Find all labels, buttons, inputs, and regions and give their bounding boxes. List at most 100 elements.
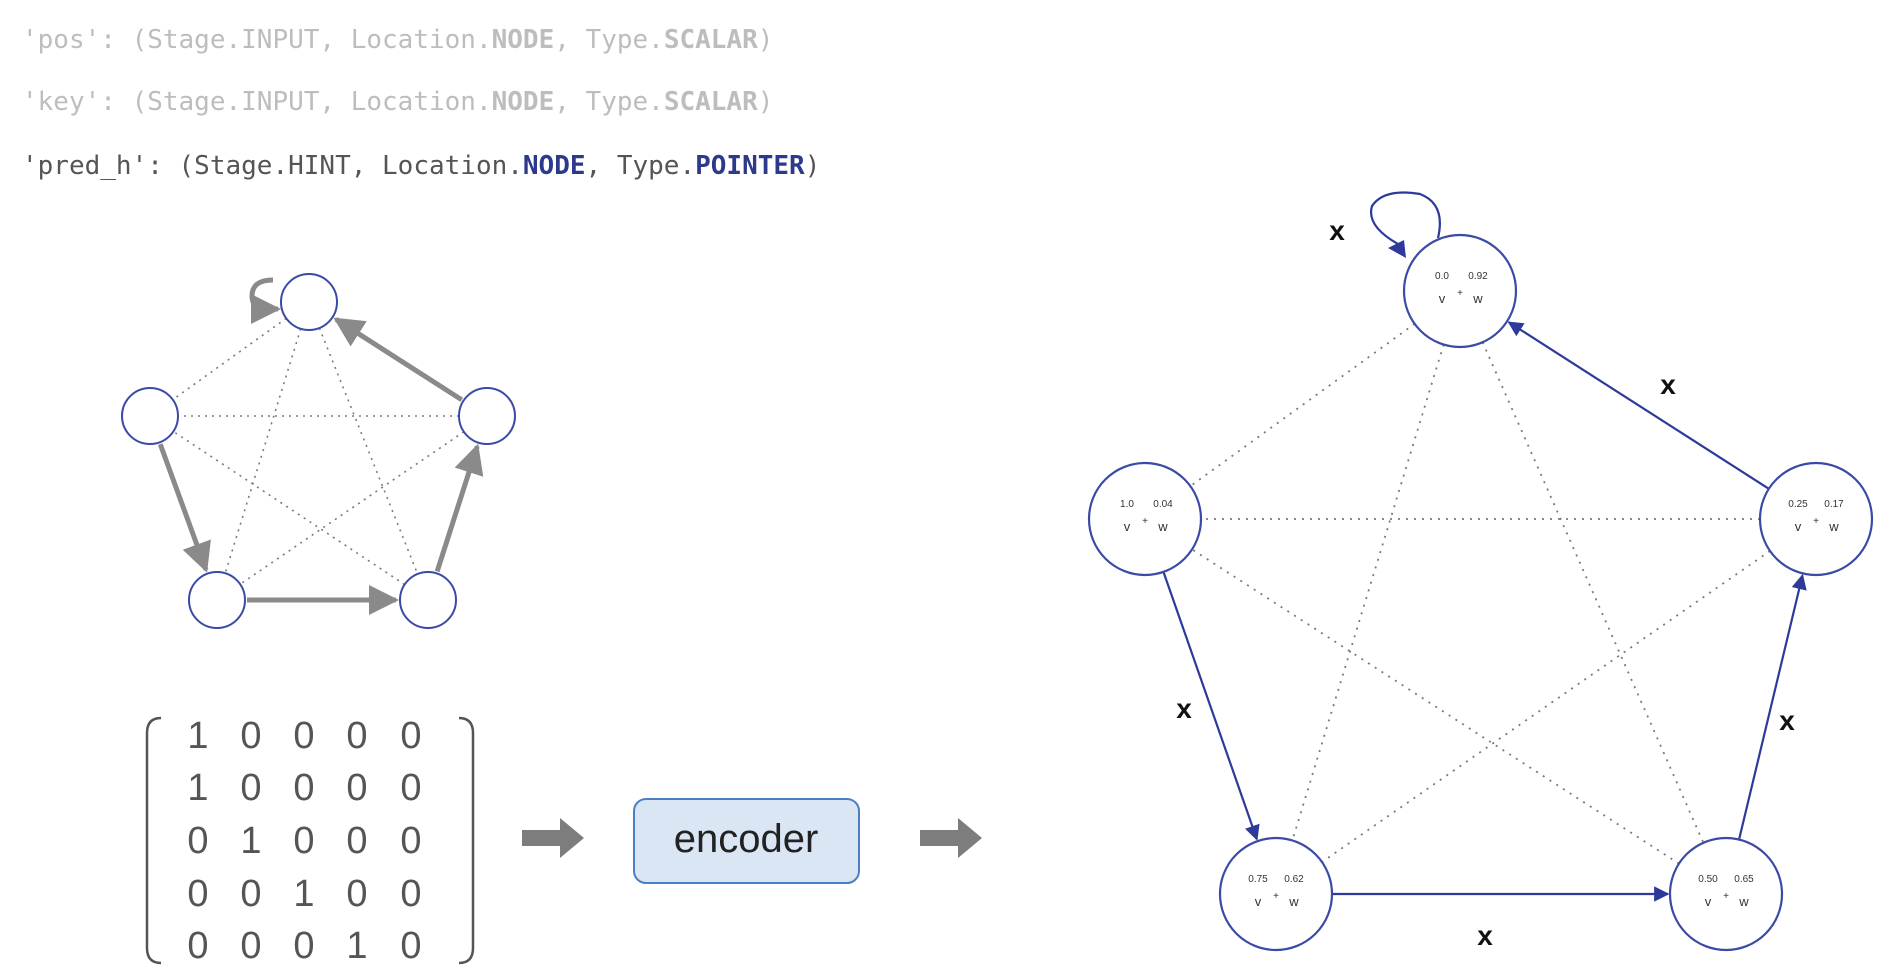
node-w-value: 0.92 bbox=[1468, 271, 1488, 282]
node-v-letter: v bbox=[1439, 291, 1446, 306]
edge-mark: x bbox=[1477, 920, 1493, 951]
small-dotted-edge bbox=[149, 301, 310, 417]
matrix-cell: 0 bbox=[400, 873, 421, 915]
small-graph-dotted-edges bbox=[149, 301, 488, 601]
code-block: 'pos': (Stage.INPUT, Location.NODE, Type… bbox=[22, 25, 820, 181]
small-graph-node bbox=[121, 387, 179, 445]
matrix-right-bracket bbox=[458, 716, 475, 965]
node-v-value: 0.0 bbox=[1435, 271, 1449, 282]
matrix-cell: 0 bbox=[187, 873, 208, 915]
code-keyword: NODE bbox=[492, 25, 555, 55]
big-dotted-edge bbox=[1144, 518, 1727, 895]
node-v-value: 0.75 bbox=[1248, 874, 1268, 885]
small-dotted-edge bbox=[149, 415, 429, 601]
encoded-graph-dotted-edges bbox=[1144, 290, 1817, 895]
matrix-cell: 1 bbox=[187, 767, 208, 809]
node-plus-sign: + bbox=[1273, 891, 1279, 902]
node-w-letter: w bbox=[1472, 291, 1483, 306]
matrix-cell: 0 bbox=[293, 715, 314, 757]
node-w-value: 0.62 bbox=[1284, 874, 1304, 885]
matrix-cell: 0 bbox=[187, 820, 208, 862]
node-v-letter: v bbox=[1705, 894, 1712, 909]
matrix-cell: 0 bbox=[400, 820, 421, 862]
matrix-cell: 1 bbox=[187, 715, 208, 757]
matrix-cell: 0 bbox=[240, 767, 261, 809]
matrix-cell: 0 bbox=[346, 715, 367, 757]
small-graph-pointer-edges bbox=[157, 317, 484, 615]
matrix-cell: 0 bbox=[346, 767, 367, 809]
encoded-graph-pointer-edges bbox=[1162, 321, 1807, 902]
matrix-cell: 1 bbox=[240, 820, 261, 862]
graph-node-circle bbox=[1402, 233, 1518, 349]
arrow-to-encoder-icon bbox=[522, 818, 584, 858]
graph-node: 0.75 0.62 v + w bbox=[1218, 836, 1334, 952]
edge-mark: x bbox=[1779, 705, 1795, 736]
code-line: 'pos': (Stage.INPUT, Location.NODE, Type… bbox=[22, 25, 773, 55]
code-text: ) bbox=[758, 87, 774, 117]
small-graph-node bbox=[188, 571, 246, 629]
small-dotted-edge bbox=[308, 301, 429, 601]
node-w-value: 0.17 bbox=[1824, 499, 1844, 510]
matrix-cell: 0 bbox=[400, 767, 421, 809]
matrix-cell: 0 bbox=[400, 925, 421, 967]
code-keyword: NODE bbox=[523, 151, 586, 181]
code-text: ) bbox=[758, 25, 774, 55]
code-line: 'key': (Stage.INPUT, Location.NODE, Type… bbox=[22, 87, 773, 117]
edge-mark: x bbox=[1660, 369, 1676, 400]
matrix-cell: 0 bbox=[400, 715, 421, 757]
code-text: , Type. bbox=[554, 25, 664, 55]
code-keyword: SCALAR bbox=[664, 87, 758, 117]
small-graph-node bbox=[399, 571, 457, 629]
big-self-loop-arrowhead bbox=[1388, 240, 1406, 258]
node-plus-sign: + bbox=[1723, 891, 1729, 902]
encoder-label: encoder bbox=[674, 817, 819, 861]
small-pointer-edge bbox=[434, 443, 484, 573]
matrix-cell: 0 bbox=[240, 925, 261, 967]
big-dotted-edge bbox=[1275, 290, 1461, 895]
node-w-letter: w bbox=[1288, 894, 1299, 909]
node-w-value: 0.65 bbox=[1734, 874, 1754, 885]
graph-node-circle bbox=[1218, 836, 1334, 952]
small-dotted-edge bbox=[216, 415, 488, 601]
node-v-letter: v bbox=[1255, 894, 1262, 909]
encoder-box: encoder bbox=[633, 798, 860, 884]
edge-mark: x bbox=[1329, 215, 1345, 246]
graph-node-circle bbox=[1087, 461, 1203, 577]
matrix-cell: 1 bbox=[346, 925, 367, 967]
big-dotted-edge bbox=[1275, 518, 1817, 895]
matrix-cell: 0 bbox=[240, 873, 261, 915]
matrix-cell: 0 bbox=[346, 820, 367, 862]
matrix-left-bracket bbox=[145, 716, 162, 965]
node-v-value: 0.25 bbox=[1788, 499, 1808, 510]
big-dotted-edge bbox=[1144, 290, 1461, 520]
graph-node: 0.0 0.92 v + w bbox=[1402, 233, 1518, 349]
small-pointer-edge bbox=[333, 317, 464, 402]
small-graph-node bbox=[458, 387, 516, 445]
code-text: ) bbox=[805, 151, 821, 181]
matrix-cell: 0 bbox=[293, 925, 314, 967]
node-w-letter: w bbox=[1738, 894, 1749, 909]
matrix-cell: 0 bbox=[346, 873, 367, 915]
code-keyword: NODE bbox=[492, 87, 555, 117]
small-graph-nodes bbox=[121, 273, 516, 629]
small-self-loop-icon bbox=[249, 277, 281, 324]
big-pointer-edge bbox=[1737, 573, 1807, 840]
graph-node-circle bbox=[1668, 836, 1784, 952]
matrix-cell: 0 bbox=[293, 767, 314, 809]
node-plus-sign: + bbox=[1813, 516, 1819, 527]
matrix-cell: 0 bbox=[293, 820, 314, 862]
small-dotted-edge bbox=[216, 301, 310, 601]
node-v-letter: v bbox=[1795, 519, 1802, 534]
small-pointer-graph bbox=[121, 273, 516, 629]
graph-node-circle bbox=[1758, 461, 1874, 577]
matrix-cell: 0 bbox=[187, 925, 208, 967]
node-plus-sign: + bbox=[1457, 288, 1463, 299]
